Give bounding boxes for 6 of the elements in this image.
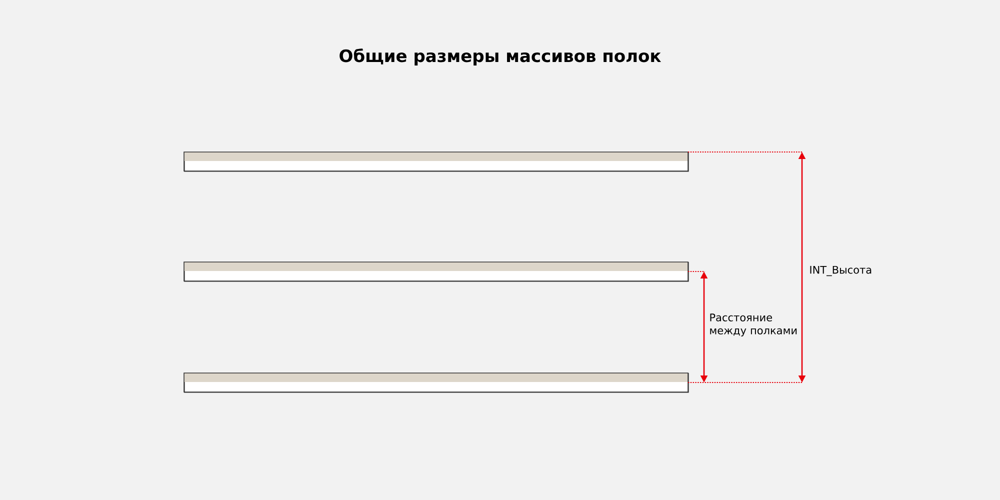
title: Общие размеры массивов полок bbox=[340, 48, 661, 66]
dimension-label: INT_Высота bbox=[810, 266, 872, 276]
shelf bbox=[184, 152, 689, 172]
shelf bbox=[184, 262, 689, 282]
dimension-label: Расстояние между полками bbox=[710, 314, 797, 336]
shelf bbox=[184, 372, 689, 393]
